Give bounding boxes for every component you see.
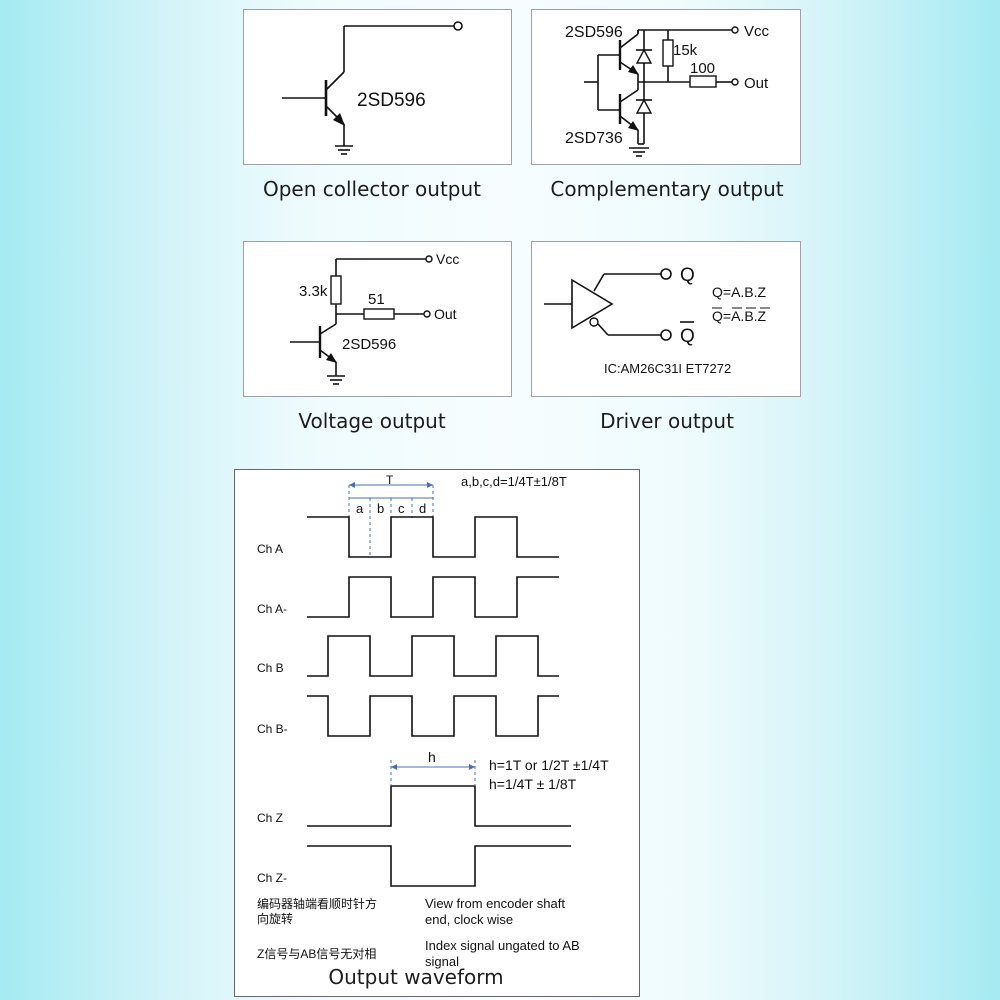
voltage-schematic: Vcc 3.3k 51 Out 2SD596 (290, 251, 459, 385)
waveform-ch-a-neg (307, 576, 559, 618)
complementary-caption: Complementary output (550, 177, 784, 201)
volt-r2-label: 51 (368, 291, 385, 308)
driver-schematic: Q Q Q=A.B.Z Q=A.B.Z IC:AM26C31I ET7272 (544, 265, 770, 376)
h-label: h (428, 749, 436, 765)
complementary-schematic: 2SD596 2SD736 Vcc Out 100 (565, 23, 770, 157)
driver-caption: Driver output (600, 409, 734, 433)
voltage-panel: Vcc 3.3k 51 Out 2SD596 (243, 241, 512, 397)
driver-panel: Q Q Q=A.B.Z Q=A.B.Z IC:AM26C31I ET7272 (531, 241, 801, 397)
eq2-dot-2: . (754, 308, 758, 324)
waveform-panel: T a b c d a,b,c,d=1/4T±1/8T Ch A Ch A- C… (234, 469, 640, 997)
cn-note-1-line2: 向旋转 (257, 911, 293, 926)
cn-note-2: Z信号与AB信号无对相 (257, 947, 376, 961)
comp-vcc-label: Vcc (744, 23, 770, 40)
segment-a: a (356, 501, 364, 516)
waveform-ch-b-neg (307, 695, 559, 737)
channel-label-z: Ch Z (257, 811, 283, 825)
tolerance-note: a,b,c,d=1/4T±1/8T (461, 474, 567, 489)
eq2-b: B (744, 308, 753, 324)
eq2-a: A (731, 308, 741, 324)
comp-r2-label: 100 (690, 60, 715, 77)
eq2-dot-1: . (740, 308, 744, 324)
waveform-ch-b (307, 635, 559, 677)
waveform-ch-a (307, 516, 559, 558)
en-note-2-line2: signal (425, 954, 459, 969)
open-collector-panel: 2SD596 (243, 9, 512, 165)
period-t-label: T (386, 473, 394, 487)
comp-out-label: Out (744, 75, 769, 92)
voltage-caption: Voltage output (298, 409, 446, 433)
segment-c: c (398, 501, 405, 516)
eq2-equals: = (723, 308, 731, 324)
comp-bottom-part-label: 2SD736 (565, 130, 623, 147)
driver-eq1: Q=A.B.Z (712, 284, 767, 300)
comp-r1-label: 15k (673, 42, 698, 59)
en-note-1-line2: end, clock wise (425, 912, 513, 927)
comp-top-part-label: 2SD596 (565, 24, 623, 41)
en-note-2-line1: Index signal ungated to AB (425, 938, 580, 953)
waveform-ch-z-neg (307, 845, 571, 887)
h-note-2: h=1/4T ± 1/8T (489, 776, 577, 792)
waveform-diagram: T a b c d a,b,c,d=1/4T±1/8T Ch A Ch A- C… (257, 473, 609, 969)
driver-eq2: Q=A.B.Z (712, 308, 767, 324)
volt-vcc-label: Vcc (436, 251, 459, 267)
h-note-1: h=1T or 1/2T ±1/4T (489, 757, 609, 773)
segment-b: b (377, 501, 384, 516)
cn-note-1-line1: 编码器轴端看顺时针方 (257, 896, 377, 911)
channel-label-a: Ch A (257, 542, 283, 556)
waveform-ch-z (307, 785, 571, 827)
complementary-panel: 2SD596 2SD736 Vcc Out 100 (531, 9, 801, 165)
open-collector-schematic: 2SD596 (282, 21, 463, 155)
eq2-q: Q (712, 308, 723, 324)
channel-label-b: Ch B (257, 661, 284, 675)
eq2-z: Z (758, 308, 767, 324)
volt-out-label: Out (434, 306, 457, 322)
waveform-caption: Output waveform (328, 965, 504, 989)
channel-label-z-neg: Ch Z- (257, 871, 287, 885)
channel-label-b-neg: Ch B- (257, 722, 288, 736)
volt-part-label: 2SD596 (342, 336, 396, 353)
oc-part-label: 2SD596 (357, 90, 426, 111)
segment-d: d (419, 501, 426, 516)
open-collector-caption: Open collector output (262, 177, 482, 201)
driver-qbar-label: Q (680, 326, 695, 347)
en-note-1-line1: View from encoder shaft (425, 896, 565, 911)
driver-ic-label: IC:AM26C31I ET7272 (604, 361, 731, 376)
volt-r1-label: 3.3k (299, 283, 328, 300)
driver-q-label: Q (680, 265, 695, 286)
channel-label-a-neg: Ch A- (257, 602, 287, 616)
